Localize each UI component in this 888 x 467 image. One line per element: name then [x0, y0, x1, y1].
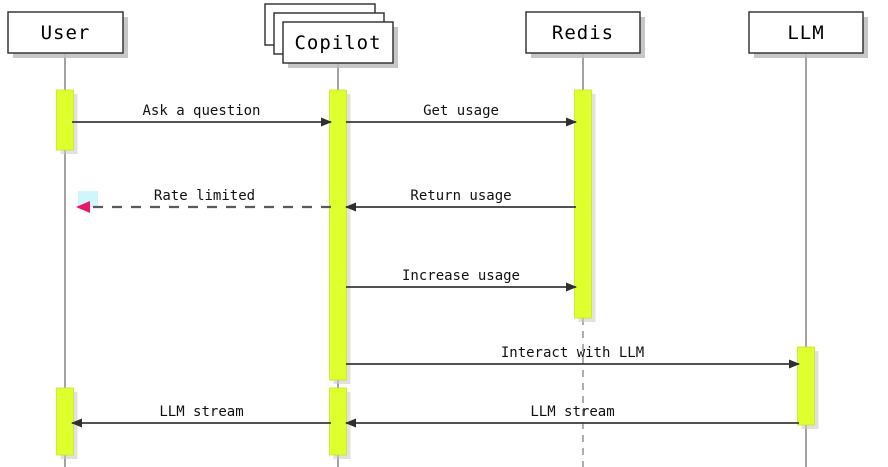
rate-limited-cursor-highlight [78, 191, 98, 207]
participant-box-redis[interactable] [525, 11, 641, 54]
participant-box-user[interactable] [7, 11, 124, 54]
user-activation-1 [56, 89, 74, 151]
message-m1: Ask a question [72, 103, 332, 127]
participant-box-copilot[interactable] [282, 21, 394, 64]
message-label-m4: Return usage [410, 188, 511, 204]
participant-label-user: User [41, 22, 91, 44]
participant-label-llm: LLM [787, 22, 824, 44]
participant-box-llm[interactable] [748, 11, 864, 54]
participant-copilot[interactable]: Copilot [264, 3, 398, 68]
message-label-m1: Ask a question [142, 103, 260, 119]
message-m7: LLM stream [345, 404, 799, 428]
message-m8: LLM stream [71, 404, 331, 428]
participant-label-copilot: Copilot [294, 32, 381, 54]
message-m6: Interact with LLM [346, 345, 800, 369]
message-m5: Increase usage [346, 268, 577, 292]
message-label-m8: LLM stream [159, 404, 243, 420]
copilot-activation-2 [329, 387, 347, 456]
message-m2: Get usage [346, 103, 577, 127]
message-m4: Return usage [345, 188, 576, 212]
message-label-m2: Get usage [423, 103, 499, 119]
llm-activation-1 [797, 346, 815, 426]
participant-boxes-layer: User Copilot Redis LLM [7, 3, 868, 68]
message-label-m3: Rate limited [154, 188, 255, 204]
participant-label-redis: Redis [552, 22, 614, 44]
message-m3: Rate limited [76, 188, 331, 213]
participant-user[interactable]: User [7, 11, 128, 58]
message-label-m7: LLM stream [530, 404, 614, 420]
participant-redis[interactable]: Redis [525, 11, 645, 58]
participant-llm[interactable]: LLM [748, 11, 868, 58]
highlight-layer [78, 191, 98, 207]
message-label-m6: Interact with LLM [501, 345, 644, 361]
user-activation-2 [56, 387, 74, 456]
message-label-m5: Increase usage [402, 268, 520, 284]
copilot-activation-1 [329, 89, 347, 381]
redis-activation-1 [574, 89, 592, 319]
activations-layer [56, 89, 819, 459]
